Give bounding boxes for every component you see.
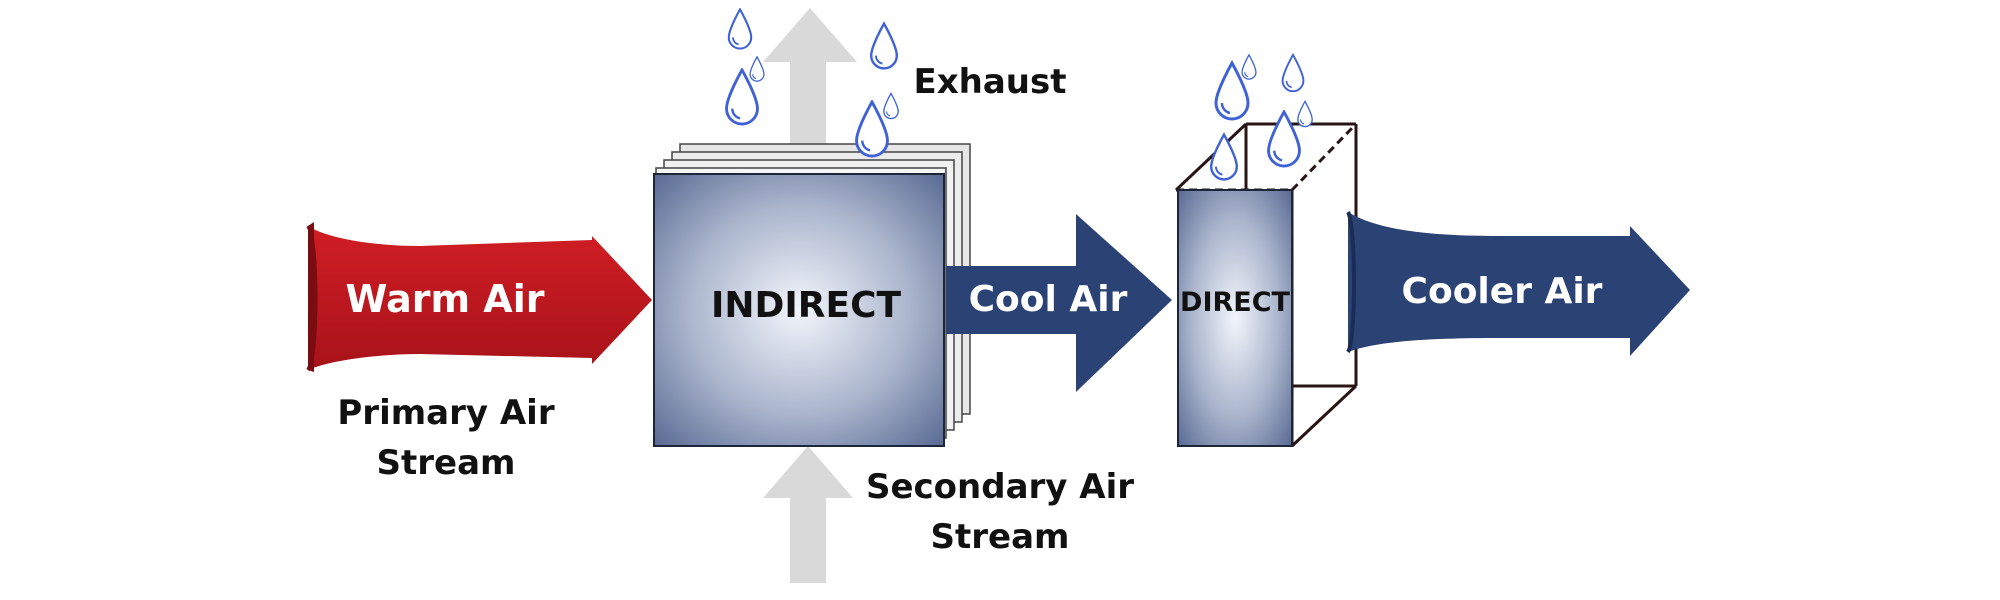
secondary-air-stream-label-line1: Secondary Air <box>866 467 1134 507</box>
secondary-air-arrow <box>763 446 853 583</box>
water-drop-icon <box>855 100 889 158</box>
indirect-module <box>653 143 971 447</box>
warm-air-arrow <box>306 222 652 372</box>
direct-module <box>1174 122 1358 448</box>
cooler-air-label: Cooler Air <box>1402 271 1603 312</box>
water-drop-icon <box>749 56 765 82</box>
warm-air-label: Warm Air <box>346 277 545 321</box>
cool-air-label: Cool Air <box>969 279 1128 320</box>
water-drop-icon <box>1297 100 1313 128</box>
exhaust-label: Exhaust <box>914 62 1067 102</box>
water-drop-icon <box>1267 110 1301 168</box>
water-drop-icon <box>869 22 899 70</box>
primary-air-stream-label-line1: Primary Air <box>337 393 554 433</box>
water-drop-icon <box>1241 54 1257 80</box>
direct-label: DIRECT <box>1180 287 1291 318</box>
cooler-air-arrow <box>1346 211 1690 356</box>
water-drop-icon <box>1281 53 1305 93</box>
primary-air-stream-label-line2: Stream <box>377 443 516 483</box>
water-drop-icon <box>883 92 899 120</box>
water-drop-icon <box>727 8 753 50</box>
cool-air-arrow <box>946 214 1172 392</box>
exhaust-arrow <box>763 8 857 158</box>
water-drop-icon <box>1209 133 1239 181</box>
indirect-label: INDIRECT <box>711 285 902 326</box>
secondary-air-stream-label-line2: Stream <box>931 517 1070 557</box>
